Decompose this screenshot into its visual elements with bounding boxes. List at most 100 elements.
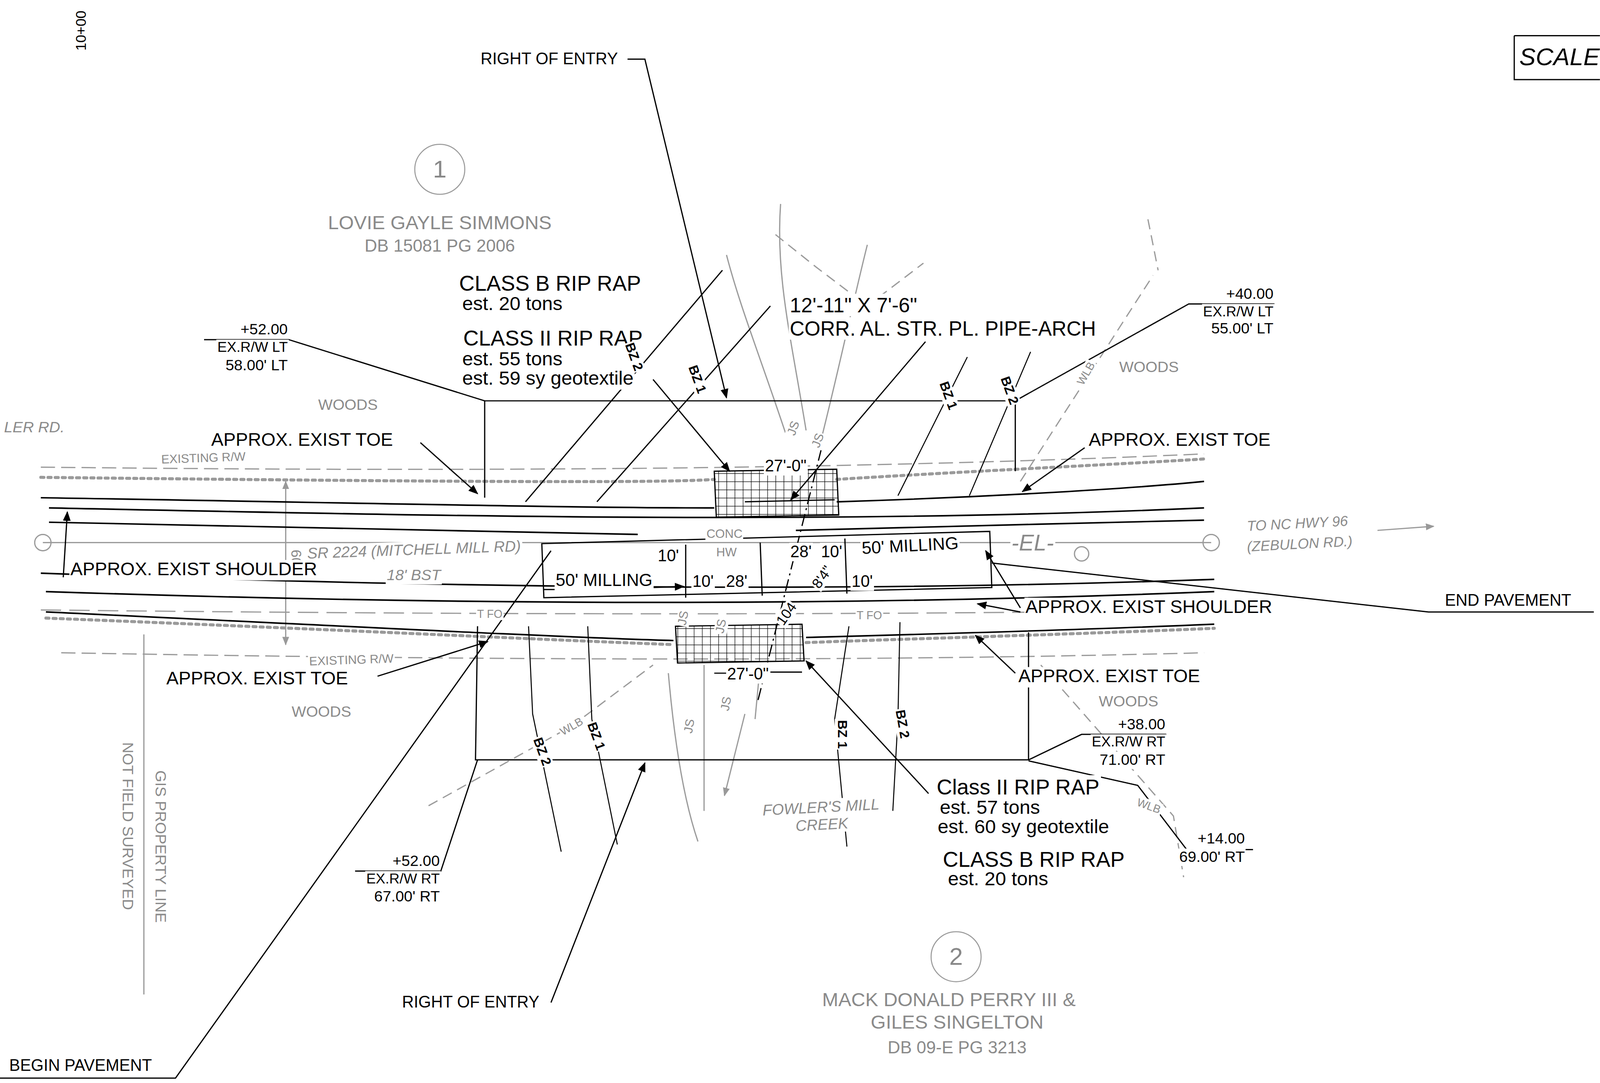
drawing-stroke [528, 626, 562, 853]
plan-label: est. 59 sy geotextile [461, 368, 635, 390]
plan-label: est. 60 sy geotextile [936, 817, 1111, 839]
plan-label: CLASS II RIP RAP [462, 326, 644, 350]
plan-label: 28' [725, 572, 749, 591]
plan-label: BZ 2 [997, 374, 1022, 408]
plan-label: est. 20 tons [461, 294, 564, 316]
plan-label: BEGIN PAVEMENT [8, 1056, 153, 1075]
drawing-stroke [143, 634, 145, 995]
drawing-stroke [760, 542, 763, 596]
plan-label: APPROX. EXIST SHOULDER [69, 560, 318, 581]
plan-label: WOODS [316, 396, 379, 414]
plan-label: JS [809, 430, 828, 451]
drawing-stroke [1514, 35, 1600, 80]
parcel-number-circle: 1 [414, 143, 465, 195]
plan-label: BZ 1 [583, 719, 609, 754]
drawing-stroke [1074, 547, 1089, 562]
drawing-stroke [49, 508, 1204, 518]
plan-label: T FO [855, 609, 883, 622]
plan-label: CORR. AL. STR. PL. PIPE-ARCH [788, 317, 1097, 340]
parcel-number: 1 [432, 155, 447, 183]
scale-box: SCALE [1514, 35, 1600, 80]
drawing-stroke [975, 635, 1016, 674]
plan-label: 55.00' LT [1210, 320, 1275, 338]
plan-label: JS [675, 609, 692, 628]
plan-label: EX.R/W RT [1090, 734, 1167, 751]
plan-label: (ZEBULON RD.) [1245, 534, 1355, 556]
plan-label: est. 57 tons [938, 797, 1042, 820]
drawing-stroke [714, 469, 839, 518]
plan-label: WLB [1134, 795, 1164, 817]
drawing-stroke [551, 763, 646, 1003]
plan-label: CONC [705, 527, 744, 542]
plan-label: DB 09-E PG 3213 [886, 1039, 1028, 1059]
plan-label: +52.00 [239, 321, 290, 339]
drawing-stroke [1022, 447, 1085, 492]
plan-label: EXISTING R/W [160, 450, 247, 468]
plan-label: JS [784, 418, 804, 439]
plan-label: 67.00' RT [373, 888, 441, 906]
plan-label: 8'4" [808, 562, 837, 593]
right-of-entry-limits [475, 401, 1029, 761]
plan-label: LOVIE GAYLE SIMMONS [326, 212, 553, 234]
drawing-stroke [63, 512, 68, 578]
plan-label: SR 2224 (MITCHELL MILL RD) [305, 538, 522, 563]
plan-label: LER RD. [3, 419, 66, 437]
plan-label: FOWLER'S MILL CREEK [758, 796, 885, 837]
plan-label: WOODS [1118, 358, 1180, 376]
drawing-stroke [821, 245, 868, 439]
plan-label: APPROX. EXIST TOE [165, 669, 350, 690]
drawing-stroke [675, 624, 805, 664]
plan-label: +38.00 [1117, 716, 1167, 733]
plan-label: 10' [820, 543, 844, 562]
plan-label: 27'-0" [763, 457, 808, 476]
drawing-stroke [49, 522, 638, 535]
drawing-stroke [836, 481, 1204, 502]
drawing-stroke [724, 714, 745, 797]
leader-lines [0, 35, 1600, 1079]
plan-label: HW [715, 546, 738, 560]
plan-label: JS [713, 617, 730, 636]
drawing-stroke [653, 379, 730, 472]
plan-label: JS [718, 695, 735, 714]
plan-label: EX.R/W LT [1202, 303, 1275, 320]
plan-label: EX.R/W RT [365, 871, 441, 887]
plan-label: EXISTING R/W [307, 652, 395, 670]
drawing-stroke [897, 356, 968, 496]
plan-label: 28' [789, 543, 813, 562]
plan-label: CLASS B RIP RAP [458, 271, 642, 295]
plan-label: RIGHT OF ENTRY [401, 993, 541, 1012]
plan-label: GIS PROPERTY LINE [151, 769, 169, 925]
plan-label: END PAVEMENT [1444, 591, 1573, 610]
plan-label: APPROX. EXIST TOE [1017, 667, 1202, 688]
plan-label: Class II RIP RAP [935, 775, 1101, 799]
plan-label: RIGHT OF ENTRY [479, 49, 620, 68]
plan-label: WLB [1073, 358, 1098, 388]
drawing-stroke [844, 538, 847, 594]
drawing-stroke [541, 531, 992, 599]
drawing-stroke [40, 498, 715, 509]
drawing-stroke [45, 618, 674, 645]
plan-label: NOT FIELD SURVEYED [119, 741, 136, 912]
plan-label: 10' [850, 572, 874, 591]
drawing-stroke [703, 665, 705, 812]
plan-label: 10+00 [73, 9, 90, 52]
drawing-stroke [45, 612, 674, 642]
plan-label: DB 15081 PG 2006 [363, 237, 517, 257]
drawing-stroke [1040, 665, 1184, 878]
parcel-number: 2 [949, 943, 963, 971]
plan-label: CLASS B RIP RAP [941, 847, 1126, 872]
drawing-stroke [0, 551, 552, 1079]
drawing-stroke [1203, 534, 1220, 551]
plan-label: 50' MILLING [860, 534, 961, 560]
plan-label: APPROX. EXIST TOE [1087, 430, 1272, 451]
plan-label: WOODS [290, 704, 353, 721]
drawing-stroke [484, 401, 1016, 499]
plan-label: +52.00 [391, 852, 442, 870]
drawing-stroke [790, 341, 926, 500]
plan-label: 58.00' LT [224, 356, 289, 374]
plan-label: GILES SINGELTON [869, 1012, 1045, 1034]
plan-label: 71.00' RT [1098, 752, 1167, 769]
drawing-stroke [726, 254, 786, 434]
plan-label: T FO [476, 608, 504, 621]
